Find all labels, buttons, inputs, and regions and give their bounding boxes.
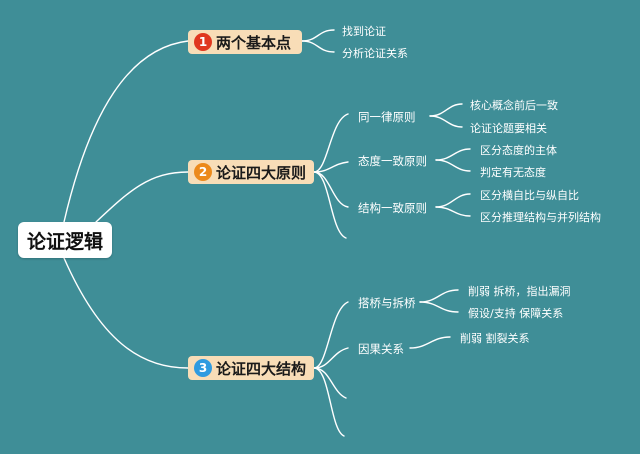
number-badge-2: 2 <box>194 163 212 181</box>
sub-node-bridge: 搭桥与拆桥 <box>358 296 416 310</box>
connector-branch1-leaf2 <box>301 40 335 53</box>
leaf-weaken-split: 削弱 割裂关系 <box>460 332 530 345</box>
root-label: 论证逻辑 <box>26 230 103 253</box>
connector-branch1-leaf1 <box>301 29 335 42</box>
leaf-concept-consistent: 核心概念前后一致 <box>470 99 558 112</box>
connector-sub1-leaf1 <box>429 103 463 117</box>
leaf-analyze-relation: 分析论证关系 <box>342 47 408 60</box>
sub-node-identity: 同一律原则 <box>358 110 416 124</box>
leaf-horizontal-vertical: 区分横自比与纵自比 <box>480 189 579 202</box>
connector-branch3-fan-bottom <box>313 367 345 437</box>
connector-root-branch1 <box>63 40 189 223</box>
branch-node-1[interactable]: 1 两个基本点 <box>188 30 302 54</box>
sub-node-causal: 因果关系 <box>358 342 404 356</box>
leaf-inference-parallel: 区分推理结构与并列结构 <box>480 211 601 224</box>
leaf-weaken-bridge: 削弱 拆桥，指出漏洞 <box>468 285 571 298</box>
connector-root-branch2 <box>95 171 189 223</box>
connector-branch3-fan-mid <box>313 347 349 369</box>
connector-branch3-fan-up <box>313 301 349 369</box>
leaf-assume-support: 假设/支持 保障关系 <box>468 307 564 320</box>
connector-sub2-leaf2 <box>435 159 471 172</box>
branch-node-3[interactable]: 3 论证四大结构 <box>188 356 314 380</box>
branch-label-2: 论证四大原则 <box>216 163 307 182</box>
connector-branch2-fan-up <box>313 113 349 173</box>
connector-sub3-leaf1 <box>435 193 471 208</box>
connector-sub3-leaf2 <box>435 206 471 217</box>
connector-sub1-leaf2 <box>429 115 463 128</box>
root-node[interactable]: 论证逻辑 <box>18 222 112 258</box>
connector-sub4-leaf2 <box>419 301 459 313</box>
number-badge-1: 1 <box>194 33 212 51</box>
sub-node-structure: 结构一致原则 <box>358 201 427 215</box>
branch-label-1: 两个基本点 <box>216 33 292 52</box>
sub-node-attitude: 态度一致原则 <box>358 154 427 168</box>
connector-branch2-fan-low <box>313 171 349 208</box>
branch-node-2[interactable]: 2 论证四大原则 <box>188 160 314 184</box>
connector-sub5-leaf1 <box>409 336 451 349</box>
connector-sub4-leaf1 <box>419 289 459 303</box>
branch-label-3: 论证四大结构 <box>216 359 307 378</box>
leaf-attitude-subject: 区分态度的主体 <box>480 144 557 157</box>
leaf-find-argument: 找到论证 <box>342 25 386 38</box>
number-badge-3: 3 <box>194 359 212 377</box>
connector-branch2-fan-mid <box>313 161 349 173</box>
connector-branch2-fan-bottom <box>313 171 347 239</box>
leaf-attitude-exists: 判定有无态度 <box>480 166 546 179</box>
connector-branch3-fan-low <box>313 367 347 399</box>
leaf-topic-relevant: 论证论题要相关 <box>470 122 547 135</box>
connector-root-branch3 <box>63 257 189 369</box>
connector-sub2-leaf1 <box>435 148 471 161</box>
